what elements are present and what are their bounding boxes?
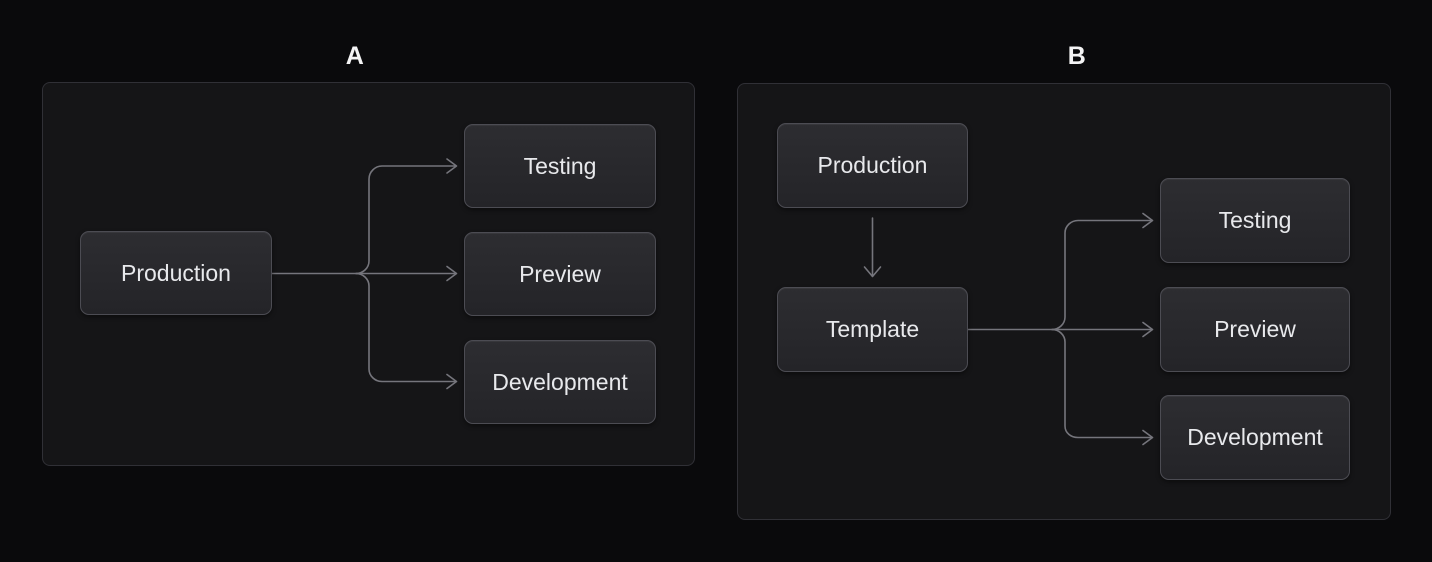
node-development-a: Development	[464, 340, 656, 424]
node-testing-b: Testing	[1160, 178, 1350, 263]
node-label: Development	[492, 368, 628, 395]
node-label: Template	[825, 316, 920, 342]
node-label: Development	[1187, 424, 1323, 450]
node-label: Preview	[519, 260, 601, 287]
node-label: Testing	[523, 152, 597, 179]
node-testing-a: Testing	[464, 124, 656, 208]
panel-b-label: B	[1067, 42, 1087, 70]
node-production-b: Production	[777, 123, 968, 208]
node-production-a: Production	[80, 231, 272, 315]
panel-a-label: A	[345, 42, 365, 70]
node-template-b: Template	[777, 287, 968, 372]
node-label: Production	[817, 152, 928, 178]
node-label: Preview	[1214, 316, 1296, 342]
node-label: Production	[121, 259, 231, 286]
node-preview-b: Preview	[1160, 287, 1350, 372]
node-label: Testing	[1218, 207, 1292, 233]
node-development-b: Development	[1160, 395, 1350, 480]
node-preview-a: Preview	[464, 232, 656, 316]
